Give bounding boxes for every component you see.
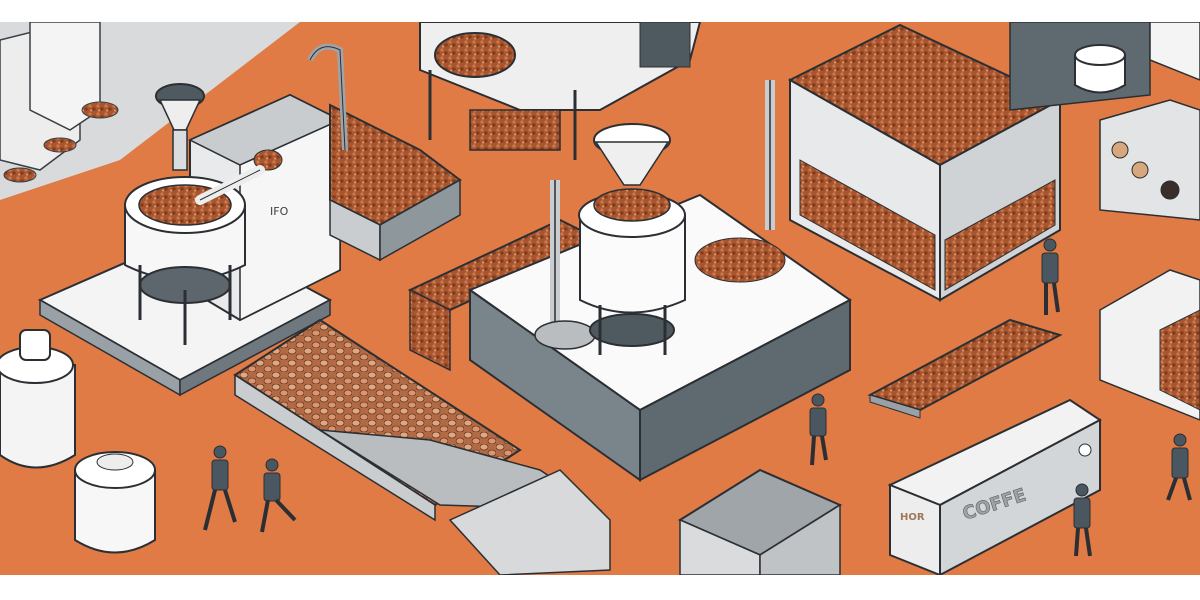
worker-5	[1166, 433, 1192, 501]
left-roaster-drum	[124, 165, 265, 345]
worker-4	[1041, 238, 1060, 315]
bottom-center-crate	[677, 468, 843, 576]
bottom-left-canisters	[0, 329, 156, 554]
machine-mark: IFO	[270, 205, 289, 218]
left-bean-bin	[307, 43, 462, 262]
left-wall-shelving	[0, 21, 300, 200]
top-center-hopper	[419, 21, 702, 160]
worker-2	[260, 458, 297, 533]
central-roaster	[534, 123, 686, 355]
coffee-truck: COFFE HOR	[887, 398, 1102, 577]
bean-conveyor-bottom	[233, 318, 611, 576]
worker-6	[1073, 483, 1092, 557]
top-border	[0, 0, 1200, 22]
workers	[203, 238, 1192, 557]
worker-1	[203, 445, 237, 531]
bottom-border	[0, 575, 1200, 600]
right-bean-bin	[765, 23, 1063, 302]
worker-3	[809, 393, 828, 466]
right-counter	[1099, 269, 1200, 421]
top-right-machinery	[1009, 21, 1200, 221]
floor-bean-tray	[867, 318, 1063, 419]
left-funnel	[155, 83, 205, 171]
truck-front-label: HOR	[900, 512, 925, 523]
